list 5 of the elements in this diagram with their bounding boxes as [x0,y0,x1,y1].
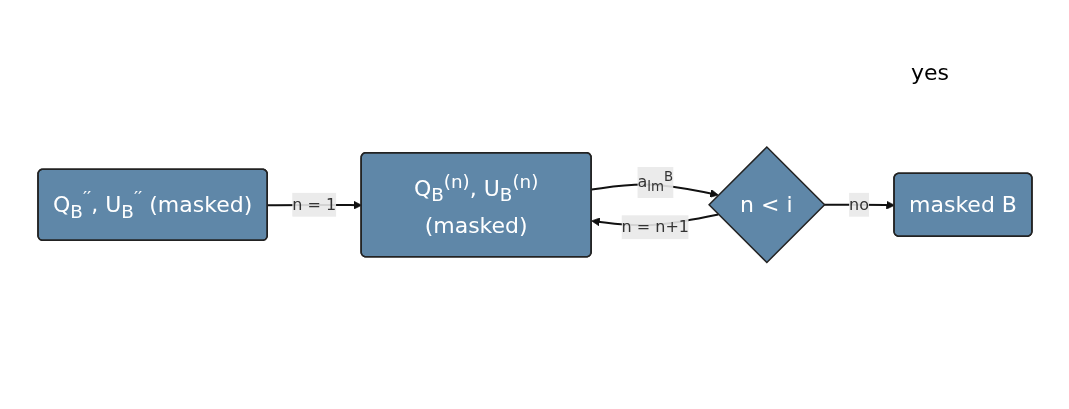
edge-label: n = 1 [291,194,336,214]
edge-label: n = n+1 [621,217,689,237]
edge-label: no [848,194,869,214]
node-diamond: n < i [707,145,826,264]
branch-label: yes [910,60,949,85]
